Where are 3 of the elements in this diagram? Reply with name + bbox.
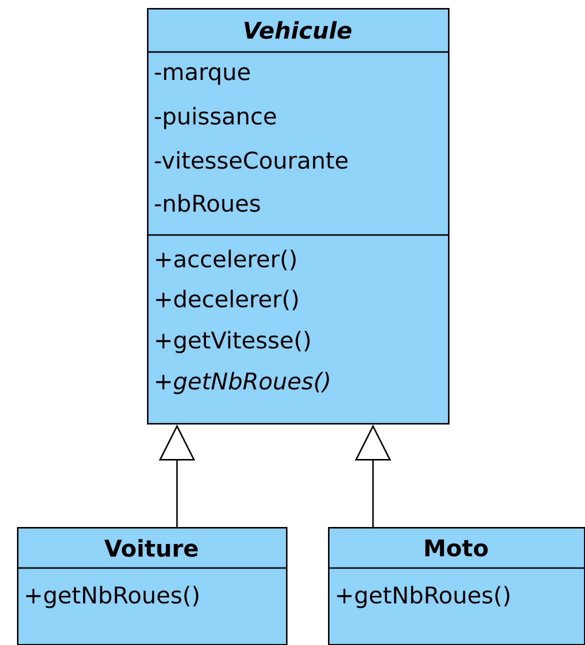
class-box: Moto +getNbRoues() <box>328 527 585 645</box>
class-box: Voiture +getNbRoues() <box>17 527 288 645</box>
class-box: Vehicule -marque -puissance -vitesseCourante -nbRoues +accelerer() +decelerer() +getVitesse() +getNbRoues() <box>147 8 450 424</box>
